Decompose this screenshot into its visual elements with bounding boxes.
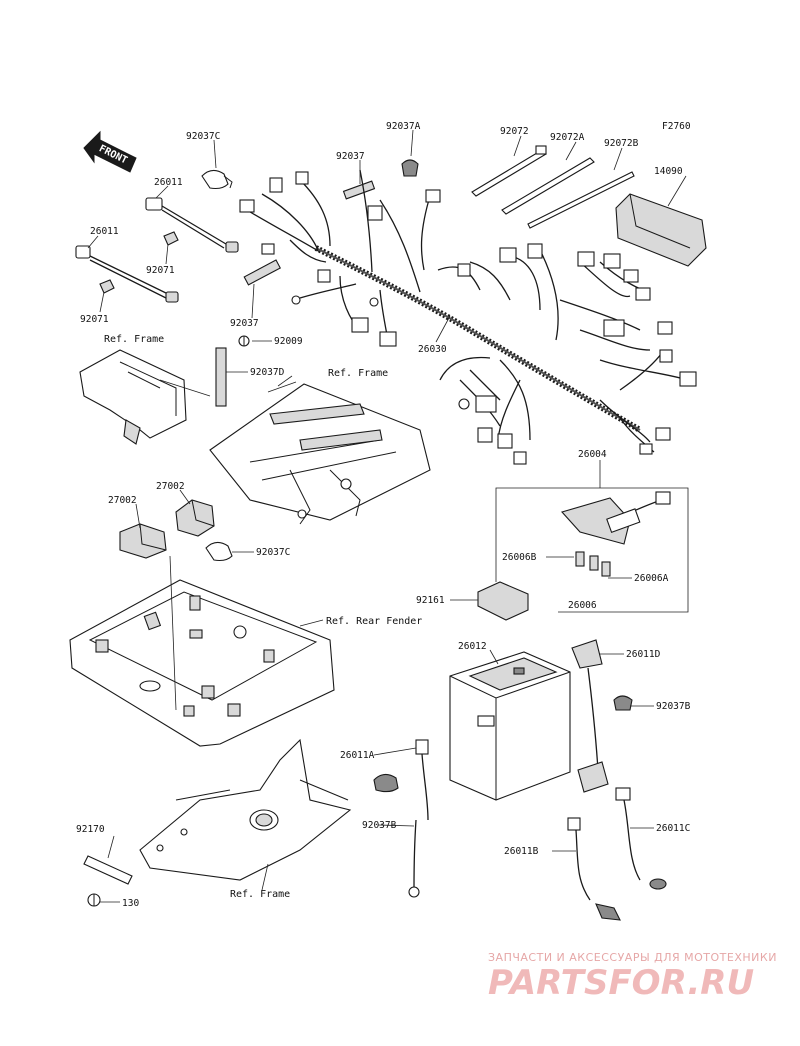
label-92072B: 92072B <box>604 138 639 149</box>
battery-26012 <box>449 651 571 801</box>
label-27002-right: 27002 <box>156 481 185 492</box>
harness-connectors <box>239 171 697 465</box>
cable-26011B <box>567 817 621 921</box>
band-92072 <box>471 145 547 197</box>
label-26011C: 26011C <box>656 823 690 834</box>
bolt-92009 <box>238 335 250 347</box>
watermark: ЗАПЧАСТИ И АКСЕССУАРЫ ДЛЯ МОТОТЕХНИКИ PA… <box>488 951 777 1003</box>
ref-frame-bottom: Ref. Frame <box>230 889 290 900</box>
label-26011A: 26011A <box>340 750 375 761</box>
clamp-92037D <box>215 347 227 407</box>
rear-fender-tray <box>69 555 335 747</box>
label-92037B-right: 92037B <box>656 701 691 712</box>
clamp-92037-top <box>342 180 376 200</box>
label-26004: 26004 <box>578 449 607 460</box>
label-92009: 92009 <box>274 336 303 347</box>
ref-frame-mid: Ref. Frame <box>328 368 388 379</box>
kit-26004-box <box>495 487 689 613</box>
bolt-130 <box>87 893 101 907</box>
label-92037: 92037 <box>336 151 365 162</box>
label-26011-lower: 26011 <box>90 226 119 237</box>
label-26030: 26030 <box>418 344 447 355</box>
cap-92071-upper <box>163 231 179 246</box>
label-92037D: 92037D <box>250 367 285 378</box>
label-26006A: 26006A <box>634 573 669 584</box>
frame-main <box>209 381 431 525</box>
part-labels: 92037C 92037A 92037 92072 92072A 92072B … <box>76 121 691 909</box>
label-92170: 92170 <box>76 824 105 835</box>
label-130: 130 <box>122 898 139 909</box>
label-26006: 26006 <box>568 600 597 611</box>
cable-26011A <box>408 739 429 898</box>
label-92037A: 92037A <box>386 121 421 132</box>
clamp-92037A <box>401 159 419 177</box>
reference-labels: Ref. Frame Ref. Frame Ref. Rear Fender R… <box>104 334 422 900</box>
switch-26011-upper <box>145 197 239 253</box>
label-92161: 92161 <box>416 595 445 606</box>
label-92072A: 92072A <box>550 132 585 143</box>
label-26011-upper: 26011 <box>154 177 183 188</box>
label-92037C-mid: 92037C <box>256 547 290 558</box>
relay-27002-right <box>175 499 215 537</box>
label-26012: 26012 <box>458 641 487 652</box>
figure-code: F2760 <box>662 121 691 132</box>
cable-26011D <box>571 639 609 793</box>
clamp-92037B-low <box>373 773 399 793</box>
front-arrow-icon: FRONT <box>83 130 137 173</box>
part-92161 <box>477 581 529 621</box>
leader-lines <box>87 129 687 903</box>
label-92071-upper: 92071 <box>146 265 175 276</box>
label-92037C-top: 92037C <box>186 131 220 142</box>
label-26011B: 26011B <box>504 846 539 857</box>
label-92072: 92072 <box>500 126 529 137</box>
relay-27002-left <box>119 523 167 559</box>
cap-92071-lower <box>99 279 115 294</box>
frame-rear-section <box>139 738 352 881</box>
clamp-92037C-mid <box>205 541 233 562</box>
label-92037-mid: 92037 <box>230 318 259 329</box>
band-92072B <box>527 171 635 229</box>
cable-26011C <box>615 787 667 890</box>
label-26006B: 26006B <box>502 552 537 563</box>
ref-rear-fender: Ref. Rear Fender <box>326 616 422 627</box>
band-92072A <box>501 157 595 215</box>
clamp-92037-mid <box>243 259 281 286</box>
frame-bracket-top <box>79 349 211 445</box>
label-27002-left: 27002 <box>108 495 137 506</box>
watermark-tagline: ЗАПЧАСТИ И АКСЕССУАРЫ ДЛЯ МОТОТЕХНИКИ <box>488 951 777 964</box>
plate-92170 <box>83 855 133 885</box>
clamp-92037C-top <box>201 169 233 190</box>
label-14090: 14090 <box>654 166 683 177</box>
label-92037B-low: 92037B <box>362 820 397 831</box>
switch-26011-lower <box>75 245 179 303</box>
label-92071-lower: 92071 <box>80 314 109 325</box>
clamp-92037B-right <box>613 695 633 711</box>
ref-frame-top: Ref. Frame <box>104 334 164 345</box>
label-26011D: 26011D <box>626 649 661 660</box>
cover-14090 <box>615 193 707 267</box>
watermark-brand: PARTSFOR.RU <box>488 963 754 1003</box>
